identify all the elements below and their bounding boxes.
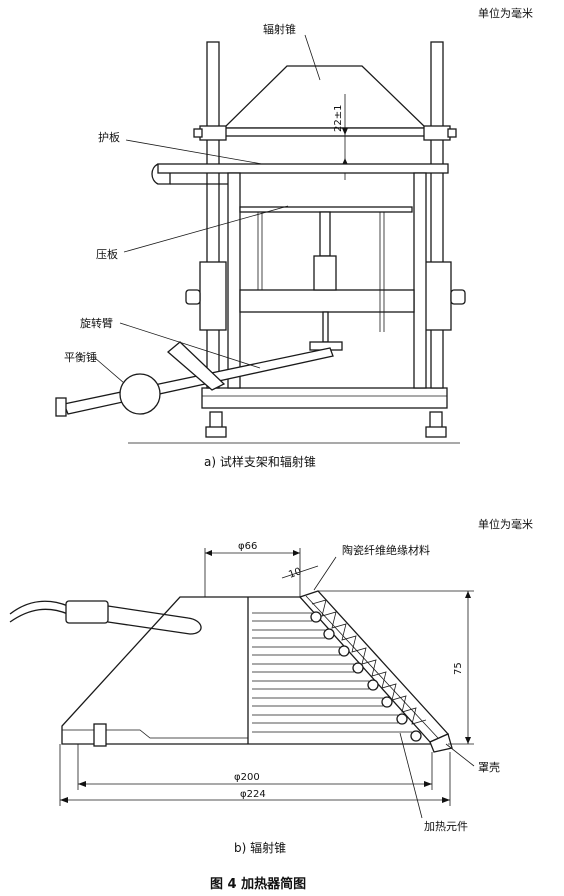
- label-heater: 加热元件: [424, 820, 468, 833]
- press-plate: [239, 206, 413, 213]
- right-knob: [450, 289, 466, 305]
- label-radiant-cone: 辐射锥: [263, 22, 296, 36]
- units-label-bottom: 单位为毫米: [478, 517, 533, 531]
- central-weight: [313, 255, 337, 291]
- radiant-cone-section: φ66 10 75 φ200 φ224 陶瓷纤维绝缘材料 罩壳 加热元件: [9, 541, 500, 833]
- units-label-top: 单位为毫米: [478, 6, 533, 20]
- label-insulation: 陶瓷纤维绝缘材料: [342, 543, 430, 557]
- dim-phi224: φ224: [240, 789, 266, 800]
- sample-holder-assembly: 22±1 辐射锥 护板 压板 旋转臂: [55, 22, 466, 444]
- cable-plug: [65, 600, 109, 624]
- label-press-plate: 压板: [96, 247, 118, 261]
- dim-75: 75: [453, 662, 464, 675]
- label-shell: 罩壳: [478, 760, 500, 774]
- label-shield: 护板: [98, 130, 120, 144]
- caption-b: b) 辐射锥: [234, 840, 286, 855]
- left-post: [206, 41, 220, 389]
- figure-title: 图 4 加热器简图: [210, 876, 306, 892]
- shell: [429, 733, 453, 753]
- label-rotating-arm: 旋转臂: [80, 316, 113, 330]
- right-post: [430, 41, 444, 389]
- radiant-cone: [222, 65, 428, 129]
- caption-a: a) 试样支架和辐射锥: [204, 454, 316, 469]
- counterweight: [119, 373, 161, 415]
- shield-plate: [157, 163, 449, 174]
- dim-phi66: φ66: [238, 541, 257, 552]
- left-knob: [185, 289, 201, 305]
- dim-phi200: φ200: [234, 772, 260, 783]
- insulation-pattern: [311, 599, 427, 725]
- gap-dimension: 22±1: [333, 105, 344, 132]
- dim-10: 10: [287, 566, 303, 581]
- base-plate: [201, 387, 448, 409]
- label-counterweight: 平衡锤: [64, 350, 97, 364]
